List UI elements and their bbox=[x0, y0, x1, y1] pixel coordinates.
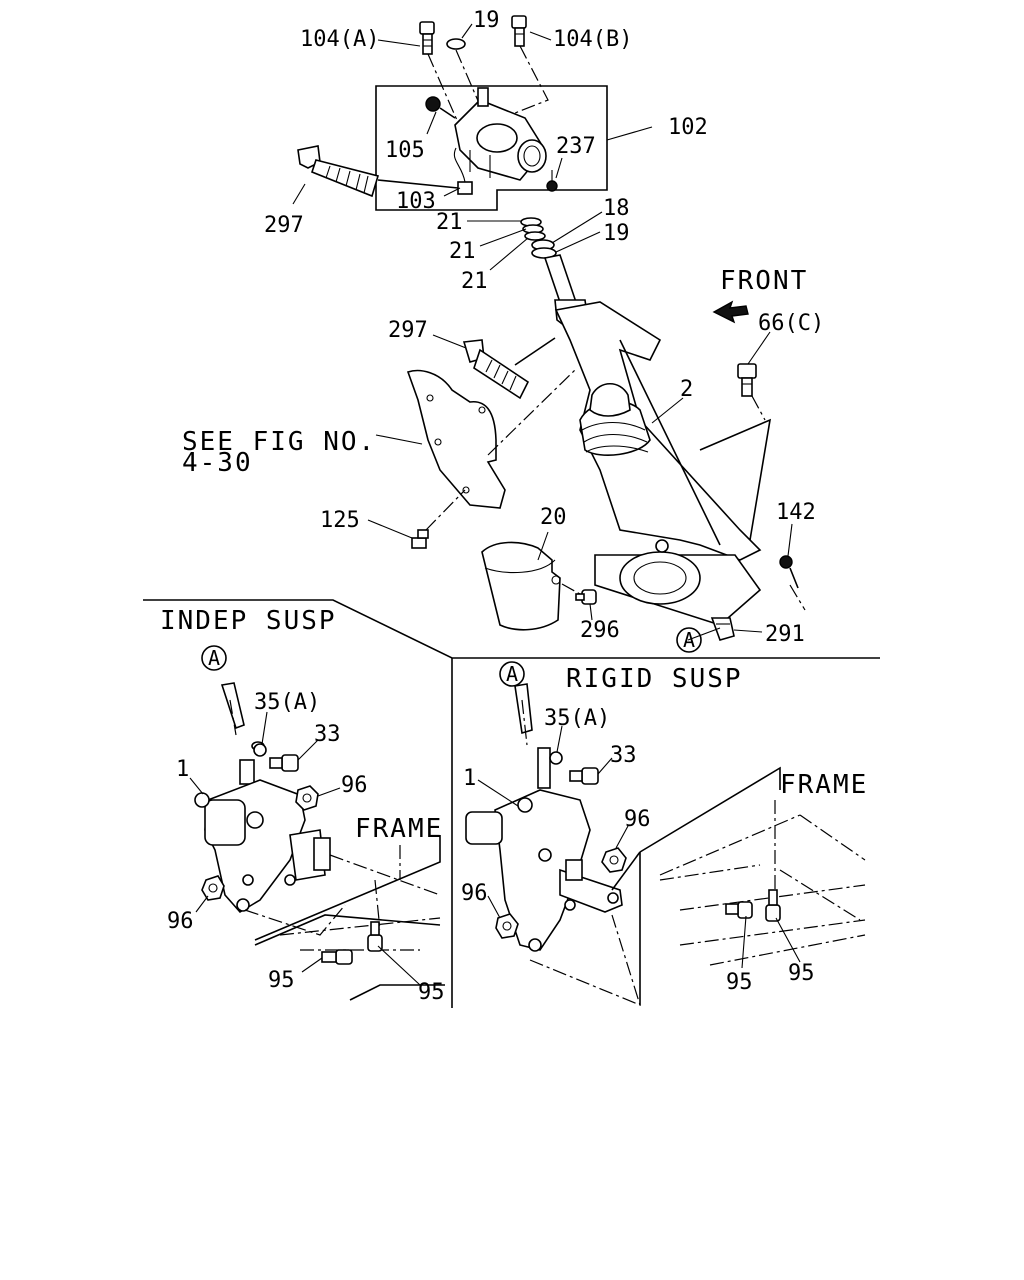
callout-95a-indep: 95 bbox=[268, 968, 295, 993]
callout-1-rigid: 1 bbox=[463, 766, 476, 791]
bolt-95b-rigid-icon bbox=[765, 889, 781, 922]
ref-a-main-circle bbox=[676, 627, 702, 653]
steering-gearbox-rigid-icon bbox=[465, 683, 623, 952]
o-ring-19-mid-icon bbox=[531, 247, 557, 259]
nut-96-indep-icon bbox=[295, 785, 319, 811]
ref-a-indep-label: A bbox=[208, 646, 220, 670]
clip-297-top-icon bbox=[297, 145, 459, 198]
callout-104a: 104(A) bbox=[300, 27, 379, 52]
see-fig-label-line1: SEE FIG NO. bbox=[182, 427, 376, 457]
clip-297-mid-icon bbox=[462, 337, 556, 400]
callout-142: 142 bbox=[776, 500, 816, 525]
screw-105-icon bbox=[425, 96, 456, 119]
leader-lines bbox=[189, 23, 801, 986]
bolt-66c-icon bbox=[737, 363, 766, 421]
screw-142-icon bbox=[779, 555, 806, 611]
ref-a-rigid-circle bbox=[499, 661, 525, 687]
steering-column-2-icon bbox=[554, 301, 772, 626]
rigid-susp-label: RIGID SUSP bbox=[566, 664, 743, 694]
callout-19-top: 19 bbox=[473, 8, 500, 33]
callout-95b-indep: 95 bbox=[418, 980, 445, 1005]
bolt-33-indep-icon bbox=[269, 754, 299, 772]
column-cover-panel-icon bbox=[406, 369, 576, 509]
callout-19-mid: 19 bbox=[603, 221, 630, 246]
clip-291-icon bbox=[710, 617, 735, 641]
see-fig-label-line2: 4-30 bbox=[182, 448, 253, 478]
frame-rigid-label: FRAME bbox=[780, 770, 868, 800]
nut-96-rigid-icon bbox=[601, 847, 627, 873]
callout-2: 2 bbox=[680, 377, 693, 402]
callout-296: 296 bbox=[580, 618, 620, 643]
callout-18: 18 bbox=[603, 196, 630, 221]
callout-21-b: 21 bbox=[449, 239, 476, 264]
callout-21-a: 21 bbox=[436, 210, 463, 235]
callout-33-rigid: 33 bbox=[610, 743, 637, 768]
callout-96b-rigid: 96 bbox=[461, 881, 488, 906]
indep-susp-label: INDEP SUSP bbox=[160, 606, 337, 636]
callout-96a-rigid: 96 bbox=[624, 807, 651, 832]
washer-35a-rigid-icon bbox=[549, 751, 563, 765]
assembly-102-box bbox=[375, 85, 608, 211]
callout-33-indep: 33 bbox=[314, 722, 341, 747]
callout-95a-rigid: 95 bbox=[726, 970, 753, 995]
callout-35a-indep: 35(A) bbox=[254, 690, 320, 715]
section-divider bbox=[143, 599, 880, 659]
washer-35a-indep-icon bbox=[253, 743, 267, 757]
bolt-33-rigid-icon bbox=[569, 767, 599, 785]
bolt-95a-rigid-icon bbox=[725, 901, 753, 919]
callout-96b-indep: 96 bbox=[167, 909, 194, 934]
bolt-95b-indep-icon bbox=[367, 921, 383, 952]
callout-35a-rigid: 35(A) bbox=[544, 706, 610, 731]
callout-297-mid: 297 bbox=[388, 318, 428, 343]
callout-20: 20 bbox=[540, 505, 567, 530]
callout-102: 102 bbox=[668, 115, 708, 140]
callout-96a-indep: 96 bbox=[341, 773, 368, 798]
bolt-104b-icon bbox=[511, 15, 527, 47]
front-arrow-icon bbox=[712, 300, 749, 324]
steering-gearbox-indep-icon bbox=[194, 682, 331, 914]
callout-291: 291 bbox=[765, 622, 805, 647]
callout-297-top: 297 bbox=[264, 213, 304, 238]
callout-105: 105 bbox=[385, 138, 425, 163]
callout-237: 237 bbox=[556, 134, 596, 159]
o-ring-19-icon bbox=[446, 38, 466, 50]
callout-66c: 66(C) bbox=[758, 311, 824, 336]
callout-104b: 104(B) bbox=[553, 27, 632, 52]
nut-96b-rigid-icon bbox=[495, 913, 519, 939]
frame-indep-icon bbox=[244, 835, 445, 1001]
clip-125-icon bbox=[411, 489, 466, 549]
callout-21-c: 21 bbox=[461, 269, 488, 294]
heat-shield-20-icon bbox=[481, 541, 561, 631]
nut-96b-indep-icon bbox=[201, 875, 225, 901]
front-label: FRONT bbox=[720, 266, 808, 296]
frame-indep-label: FRAME bbox=[355, 814, 443, 844]
bolt-95a-indep-icon bbox=[321, 949, 353, 965]
ref-a-main-label: A bbox=[683, 628, 695, 652]
ignition-switch-body-icon bbox=[454, 87, 547, 181]
callout-1-indep: 1 bbox=[176, 757, 189, 782]
bolt-296-icon bbox=[561, 583, 597, 605]
spring-washers-21-icon bbox=[520, 217, 546, 241]
bolt-104a-icon bbox=[419, 21, 435, 55]
screw-237-icon bbox=[546, 170, 558, 192]
callout-103: 103 bbox=[396, 189, 436, 214]
callout-125: 125 bbox=[320, 508, 360, 533]
ref-a-indep-circle bbox=[201, 645, 227, 671]
ref-a-rigid-label: A bbox=[506, 662, 518, 686]
callout-95b-rigid: 95 bbox=[788, 961, 815, 986]
